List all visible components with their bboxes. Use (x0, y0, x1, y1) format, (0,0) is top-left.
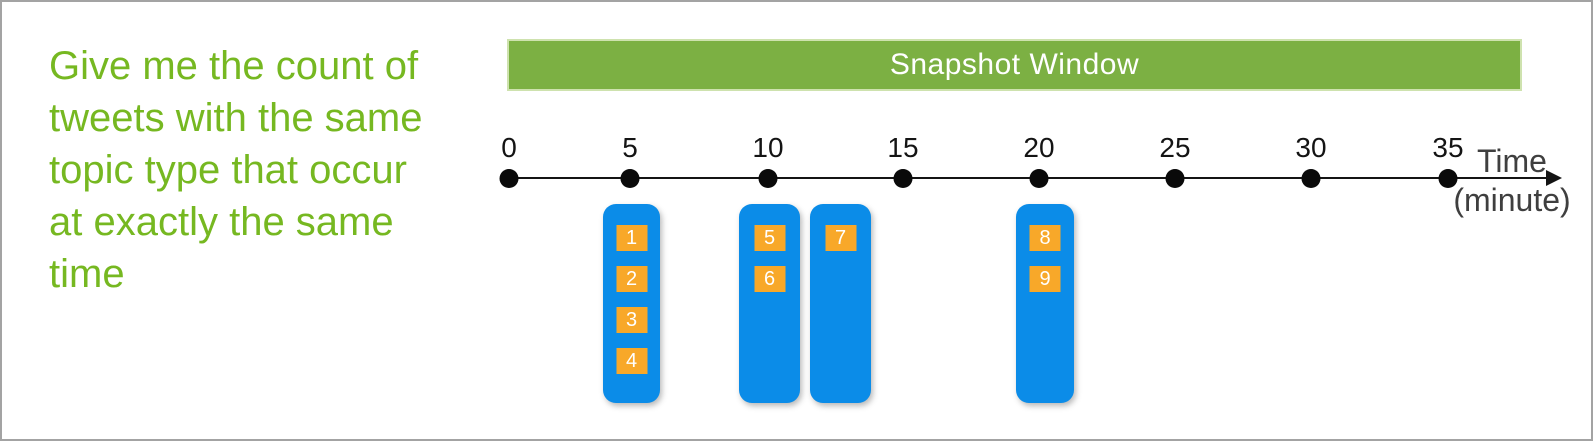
tick-label: 35 (1432, 132, 1464, 163)
tick-label: 15 (887, 132, 919, 163)
timeline-dot (1438, 169, 1458, 188)
tweet-badge: 9 (1029, 266, 1061, 292)
tick-label: 20 (1023, 132, 1055, 163)
timeline-dot (1029, 169, 1049, 188)
banner-label: Snapshot Window (889, 48, 1140, 81)
axis-label-time: Time (1477, 143, 1547, 179)
tweet-badge: 4 (616, 348, 647, 374)
tweet-badge: 3 (616, 307, 647, 333)
timeline-dot (1301, 169, 1321, 188)
timeline-dot (1165, 169, 1185, 188)
tick-label: 0 (501, 132, 517, 163)
tweet-badge: 7 (825, 225, 856, 251)
tweet-badge: 8 (1029, 225, 1061, 251)
tweet-badge: 6 (754, 266, 785, 292)
tick-label: 5 (622, 132, 638, 163)
timeline-dot (893, 169, 913, 188)
tweet-group: 7 (810, 204, 871, 403)
tick-label: 25 (1159, 132, 1191, 163)
prompt-text: Give me the count of tweets with the sam… (49, 44, 423, 296)
tweet-badge: 2 (616, 266, 647, 292)
axis-label-minute: (minute) (1453, 182, 1571, 218)
tick-label: 10 (752, 132, 784, 163)
timeline-dot (758, 169, 778, 188)
tick-label: 30 (1295, 132, 1327, 163)
tweet-badge: 1 (616, 225, 647, 251)
tweet-badge: 5 (754, 225, 785, 251)
tweet-group: 1 2 3 4 (603, 204, 660, 403)
snapshot-window-banner: Snapshot Window (507, 39, 1522, 91)
timeline-dot (499, 169, 519, 188)
timeline-arrow-icon (1546, 170, 1562, 186)
timeline-dot (620, 169, 640, 188)
